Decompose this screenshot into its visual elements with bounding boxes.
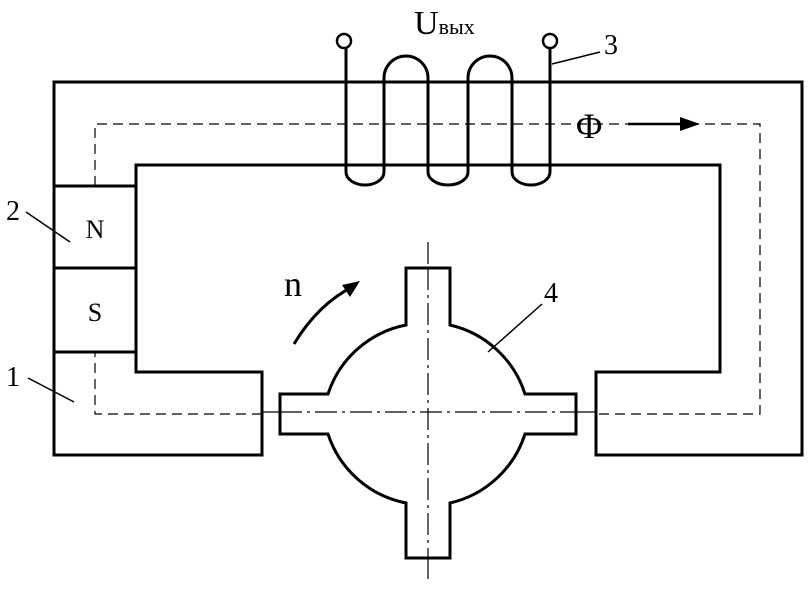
pole-south-label: S (88, 298, 102, 327)
callout-label-2: 2 (6, 196, 20, 227)
magnet-north-pole (52, 184, 138, 270)
output-terminal-right (541, 32, 559, 50)
callout-label-1: 1 (6, 362, 20, 393)
callout-label-3: 3 (604, 30, 618, 61)
flux-arrow-head (680, 117, 700, 131)
output-coil (344, 48, 552, 187)
pole-north-label: N (86, 215, 105, 244)
magnetic-core (52, 80, 804, 457)
speed-label: n (284, 264, 302, 304)
rotation-arrow-head (342, 281, 360, 297)
callout-line-4 (487, 303, 543, 353)
callout-label-4: 4 (544, 278, 558, 309)
flux-label: Φ (576, 106, 602, 146)
flux-path (94, 123, 761, 415)
rotation-arrow (292, 284, 355, 345)
callout-line-3 (551, 51, 601, 65)
callout-line-2 (25, 211, 71, 243)
output-voltage-label: Uвых (414, 5, 475, 42)
output-terminal-left (335, 32, 353, 50)
callout-line-1 (27, 377, 75, 403)
